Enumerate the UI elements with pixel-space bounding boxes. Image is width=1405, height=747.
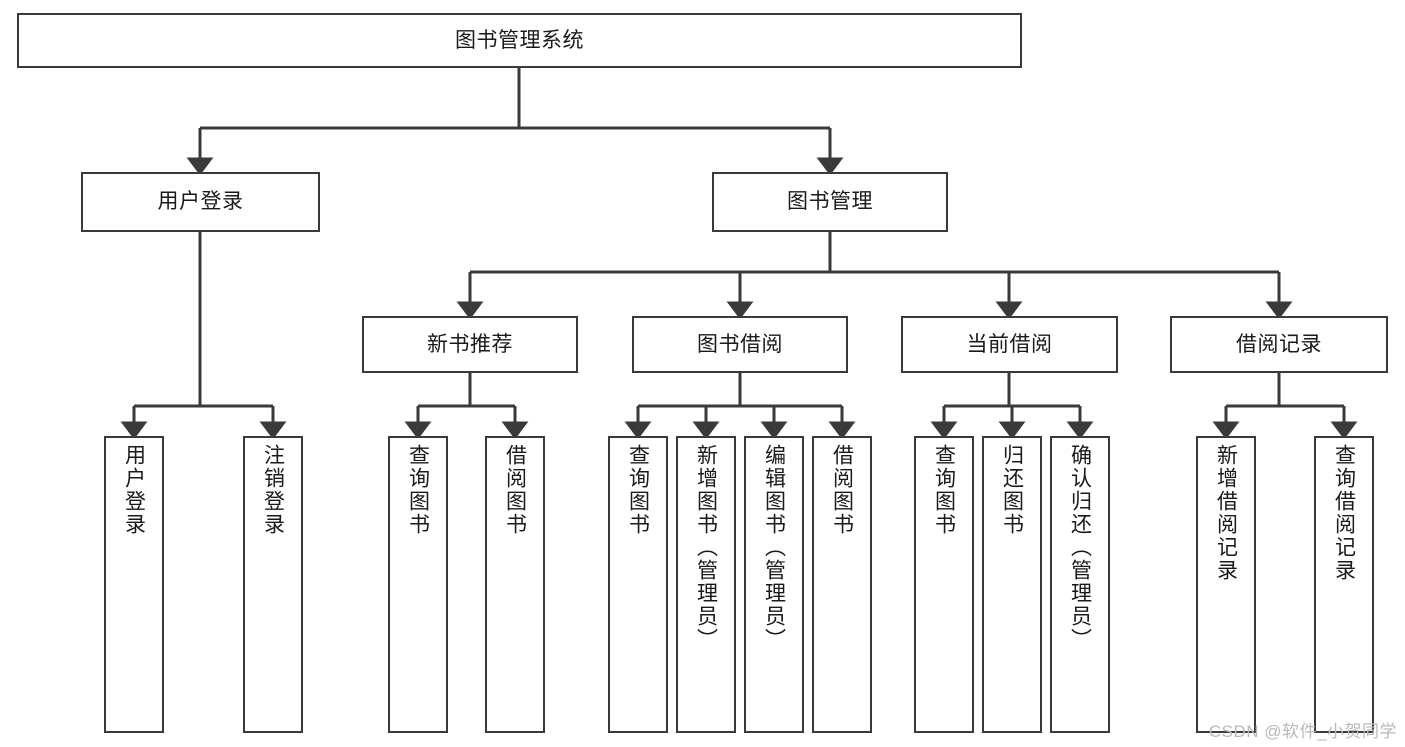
node-book-management[interactable]: 图书管理 [712,172,948,232]
node-current-borrow[interactable]: 当前借阅 [901,316,1118,373]
leaf-query-book-current[interactable]: 查询图书 [914,436,974,733]
leaf-query-book-borrow[interactable]: 查询图书 [608,436,668,733]
node-book-borrow[interactable]: 图书借阅 [632,316,848,373]
node-borrow-record[interactable]: 借阅记录 [1170,316,1388,373]
leaf-query-book-current-label: 查询图书 [932,444,956,536]
node-user-login[interactable]: 用户登录 [81,172,320,232]
leaf-logout[interactable]: 注销登录 [243,436,303,733]
leaf-add-book-admin-label: 新增图书（管理员） [694,444,718,651]
node-borrow-record-label: 借阅记录 [1236,332,1322,356]
leaf-query-book-recommend-label: 查询图书 [406,444,430,536]
leaf-user-login[interactable]: 用户登录 [104,436,164,733]
leaf-confirm-return-admin[interactable]: 确认归还（管理员） [1050,436,1110,733]
leaf-add-borrow-record-label: 新增借阅记录 [1214,444,1238,582]
node-current-borrow-label: 当前借阅 [966,332,1053,356]
node-book-management-label: 图书管理 [787,190,873,214]
node-root-label: 图书管理系统 [455,28,584,52]
leaf-borrow-book-recommend[interactable]: 借阅图书 [485,436,545,733]
csdn-watermark: CSDN @软件_小贺同学 [1208,722,1397,741]
leaf-confirm-return-admin-label: 确认归还（管理员） [1068,444,1092,651]
leaf-borrow-book[interactable]: 借阅图书 [812,436,872,733]
leaf-logout-label: 注销登录 [261,444,285,536]
leaf-return-book[interactable]: 归还图书 [982,436,1042,733]
leaf-query-book-recommend[interactable]: 查询图书 [388,436,448,733]
leaf-user-login-label: 用户登录 [122,444,146,536]
node-book-borrow-label: 图书借阅 [697,332,783,356]
node-new-book-recommend-label: 新书推荐 [427,332,513,356]
leaf-return-book-label: 归还图书 [1000,444,1024,536]
node-user-login-label: 用户登录 [157,190,244,214]
node-new-book-recommend[interactable]: 新书推荐 [362,316,578,373]
leaf-borrow-book-label: 借阅图书 [830,444,854,536]
leaf-query-borrow-record[interactable]: 查询借阅记录 [1314,436,1374,733]
leaf-edit-book-admin-label: 编辑图书（管理员） [762,444,786,651]
leaf-add-book-admin[interactable]: 新增图书（管理员） [676,436,736,733]
leaf-borrow-book-recommend-label: 借阅图书 [503,444,527,536]
leaf-query-book-borrow-label: 查询图书 [626,444,650,536]
leaf-add-borrow-record[interactable]: 新增借阅记录 [1196,436,1256,733]
node-root[interactable]: 图书管理系统 [17,13,1022,68]
leaf-edit-book-admin[interactable]: 编辑图书（管理员） [744,436,804,733]
leaf-query-borrow-record-label: 查询借阅记录 [1332,444,1356,582]
